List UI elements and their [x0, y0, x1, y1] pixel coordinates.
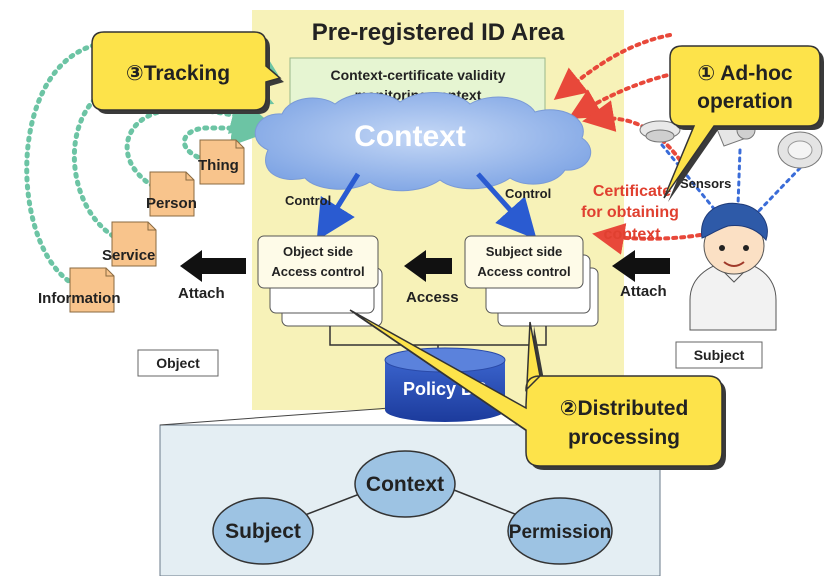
- attach-arrow-left: [180, 250, 246, 282]
- attach-arrow-right: [612, 250, 670, 282]
- attach-label-right: Attach: [620, 283, 667, 300]
- model-node-subject: Subject: [212, 497, 314, 565]
- subject-control-line2: Access control: [477, 264, 570, 279]
- object-control-line1: Object side: [283, 244, 353, 259]
- access-label: Access: [406, 289, 459, 306]
- sensor-dotted-lines: [660, 143, 802, 217]
- certificate-line1: Certificate: [593, 183, 671, 200]
- db-to-model-left-line: [159, 407, 391, 426]
- callout-tracking-text: ③Tracking: [126, 62, 230, 85]
- control-label-right: Control: [505, 186, 551, 201]
- control-label-left: Control: [285, 193, 331, 208]
- object-item-service: Service: [102, 247, 155, 264]
- subject-person-icon: [689, 202, 777, 331]
- doc-person: [149, 171, 195, 217]
- policy-db: Policy DB: [384, 347, 506, 422]
- object-control-line2: Access control: [271, 264, 364, 279]
- sensor-icon-1: [639, 120, 681, 143]
- model-node-context: Context: [354, 450, 456, 518]
- callout-tracking: ③Tracking: [91, 31, 284, 114]
- control-arrow-right: [476, 172, 537, 240]
- object-item-person: Person: [146, 195, 197, 212]
- attach-label-left: Attach: [178, 285, 225, 302]
- certificate-line3: context: [604, 226, 662, 243]
- callout-distributed: ②Distributed processing: [349, 309, 726, 470]
- object-label: Object: [156, 355, 200, 371]
- control-arrow-left: [316, 172, 361, 241]
- subject-access-control: Subject side Access control: [464, 235, 599, 327]
- doc-service: [111, 221, 157, 267]
- model-node-permission: Permission: [507, 497, 613, 565]
- certificate-line2: for obtaining: [581, 204, 679, 221]
- model-permission-label: Permission: [509, 522, 611, 543]
- model-subject-label: Subject: [225, 520, 301, 543]
- callout-adhoc-line1: ① Ad-hoc: [697, 62, 792, 85]
- access-arrow: [404, 250, 452, 282]
- monitoring-line1: Context-certificate validity: [330, 67, 505, 83]
- callout-distributed-line1: ②Distributed: [560, 397, 689, 420]
- object-label-box: [137, 349, 219, 377]
- sensors-label: Sensors: [680, 176, 731, 191]
- doc-thing: [199, 139, 245, 185]
- callout-adhoc-line2: operation: [697, 90, 793, 113]
- subject-label-box: [675, 341, 763, 369]
- context-cloud: Context: [254, 91, 592, 192]
- area-title: Pre-registered ID Area: [312, 19, 565, 46]
- subject-label: Subject: [694, 347, 745, 363]
- callout-distributed-line2: processing: [568, 426, 680, 449]
- callout-adhoc: ① Ad-hoc operation: [663, 45, 824, 202]
- object-item-thing: Thing: [198, 157, 239, 174]
- object-item-information: Information: [38, 290, 121, 307]
- object-access-control: Object side Access control: [257, 235, 383, 327]
- doc-information: [69, 267, 115, 313]
- subject-control-line1: Subject side: [486, 244, 563, 259]
- sensor-icon-3: [777, 131, 823, 169]
- cloud-label: Context: [354, 120, 466, 153]
- model-context-label: Context: [366, 473, 444, 496]
